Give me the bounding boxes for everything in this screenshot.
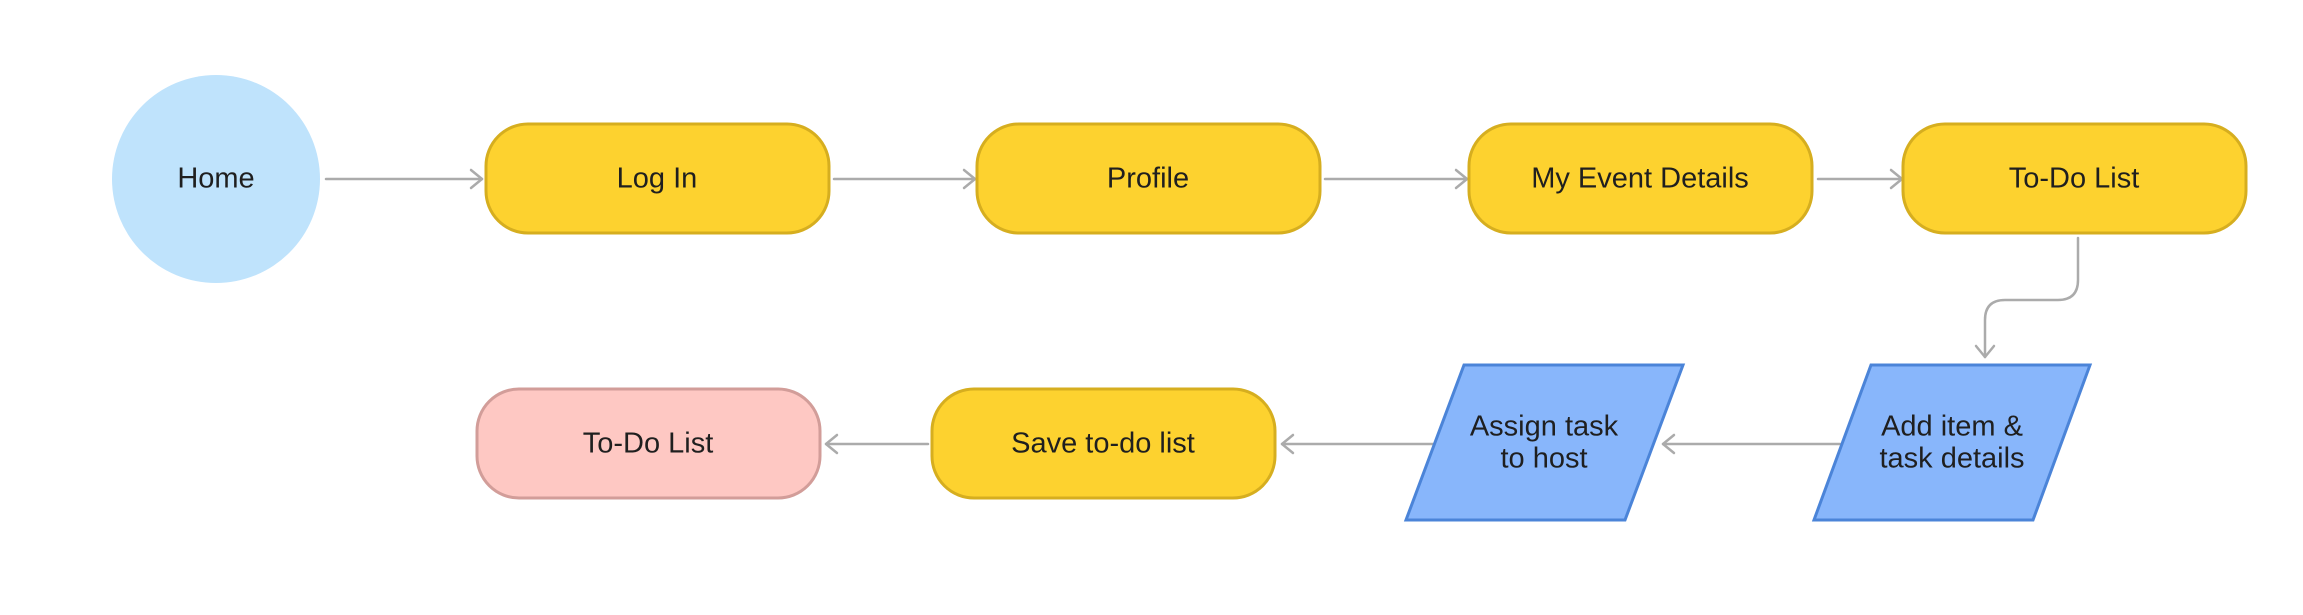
- edge-log-in-to-profile: [832, 168, 977, 190]
- node-profile: Profile: [975, 122, 1322, 235]
- node-save-list: Save to-do list: [930, 387, 1277, 500]
- add-item-label-line-1: Add item &: [1881, 411, 2023, 443]
- profile-label: Profile: [1107, 163, 1189, 195]
- profile-box: [975, 122, 1322, 235]
- edge-assign-task-to-save-list: [1280, 433, 1435, 455]
- todo-list-end-box: [475, 387, 822, 500]
- add-item-label-line-2: task details: [1879, 443, 2024, 475]
- edge-home-to-log-in: [324, 168, 484, 190]
- connectors: [324, 168, 2080, 455]
- node-assign-task: Assign task to host: [1403, 363, 1686, 522]
- add-item-parallelogram: [1811, 363, 2093, 522]
- edge-todo-list-to-add-item: [1974, 236, 2080, 359]
- assign-task-label-line-2: to host: [1500, 443, 1587, 475]
- home-label: Home: [177, 163, 254, 195]
- node-home: Home: [112, 75, 320, 283]
- node-add-item: Add item & task details: [1811, 363, 2093, 522]
- my-event-details-box: [1467, 122, 1814, 235]
- assign-task-label-line-1: Assign task: [1470, 411, 1619, 443]
- edge-my-event-details-to-todo-list: [1816, 168, 1904, 190]
- node-todo-list-end: To-Do List: [475, 387, 822, 500]
- todo-list-end-label: To-Do List: [583, 428, 714, 460]
- node-todo-list-top: To-Do List: [1901, 122, 2248, 235]
- todo-list-top-box: [1901, 122, 2248, 235]
- todo-list-top-label: To-Do List: [2009, 163, 2140, 195]
- my-event-details-label: My Event Details: [1531, 163, 1749, 195]
- home-circle: [112, 75, 320, 283]
- edge-profile-to-my-event-details: [1323, 168, 1469, 190]
- node-log-in: Log In: [484, 122, 831, 235]
- edge-add-item-to-assign-task: [1661, 433, 1842, 455]
- log-in-box: [484, 122, 831, 235]
- log-in-label: Log In: [617, 163, 698, 195]
- save-list-box: [930, 387, 1277, 500]
- save-list-label: Save to-do list: [1011, 428, 1195, 460]
- edge-save-list-to-todo-list-end: [824, 433, 930, 455]
- assign-task-parallelogram: [1403, 363, 1686, 522]
- node-my-event-details: My Event Details: [1467, 122, 1814, 235]
